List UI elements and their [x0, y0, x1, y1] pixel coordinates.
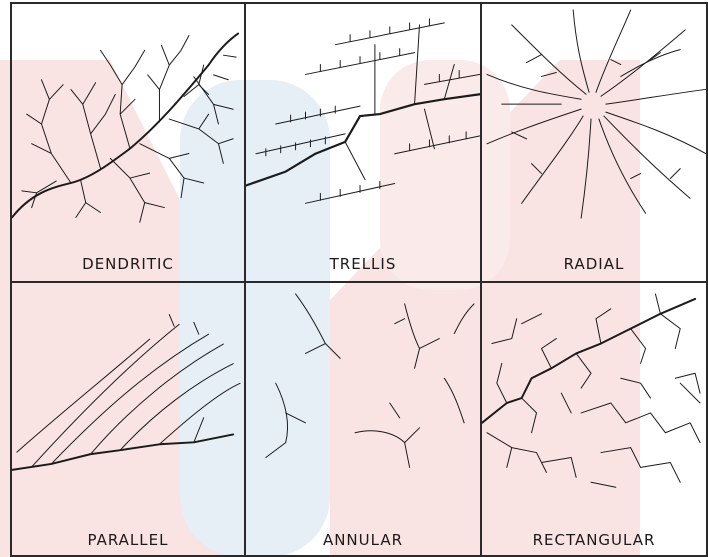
label-radial: RADIAL	[482, 255, 706, 273]
radial-pattern-drawing	[482, 4, 706, 244]
dendritic-pattern-drawing	[12, 4, 244, 244]
annular-pattern-drawing	[246, 283, 480, 523]
drainage-patterns-grid: DENDRITIC TRELLIS RADIAL	[10, 2, 708, 557]
trellis-pattern-drawing	[246, 4, 480, 244]
panel-dendritic: DENDRITIC	[10, 2, 246, 283]
label-rectangular: RECTANGULAR	[482, 531, 706, 549]
panel-annular: ANNULAR	[246, 283, 482, 557]
panel-radial: RADIAL	[482, 2, 708, 283]
panel-trellis: TRELLIS	[246, 2, 482, 283]
label-dendritic: DENDRITIC	[12, 255, 244, 273]
rectangular-pattern-drawing	[482, 283, 706, 523]
label-parallel: PARALLEL	[12, 531, 244, 549]
panel-rectangular: RECTANGULAR	[482, 283, 708, 557]
parallel-pattern-drawing	[12, 283, 244, 523]
label-trellis: TRELLIS	[246, 255, 480, 273]
panel-parallel: PARALLEL	[10, 283, 246, 557]
label-annular: ANNULAR	[246, 531, 480, 549]
